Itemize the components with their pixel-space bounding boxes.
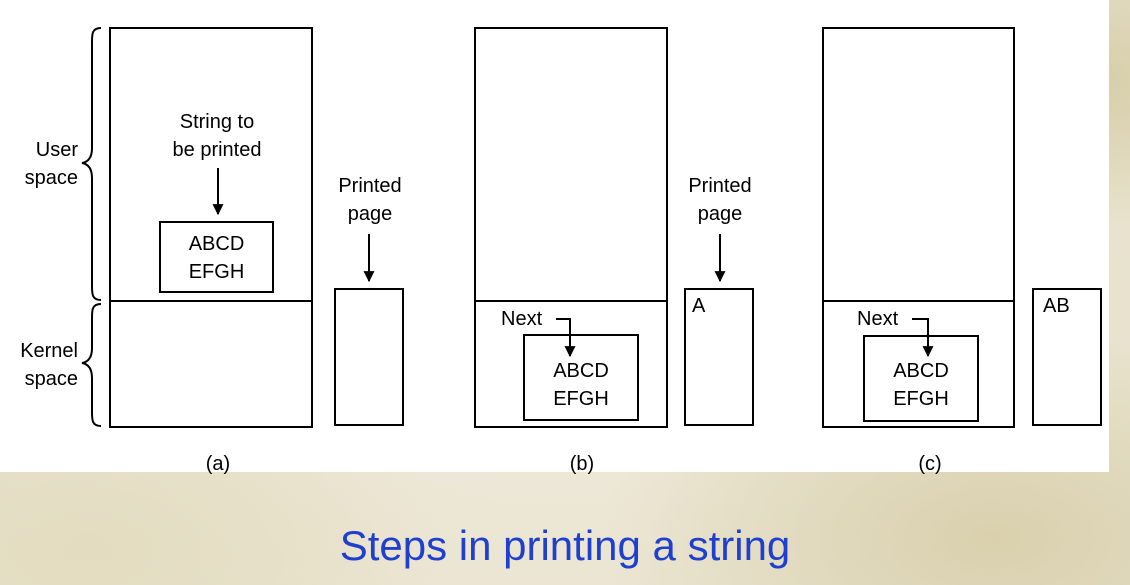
- user-space-brace: [81, 27, 102, 301]
- next-label-c: Next: [857, 308, 899, 330]
- user-buffer-box-a: [159, 221, 274, 293]
- printed-page-box-c: [1032, 288, 1102, 426]
- sub-label-c: (c): [918, 453, 942, 475]
- kernel-space-label: Kernel space: [20, 340, 78, 390]
- printed-page-label-a: Printed page: [338, 175, 402, 225]
- user-buffer-text-a: ABCD EFGH: [188, 233, 245, 283]
- next-pointer-arrow-b: [556, 318, 576, 358]
- next-label-b: Next: [501, 308, 543, 330]
- sub-label-a: (a): [205, 453, 231, 475]
- printed-page-box-b: [684, 288, 754, 426]
- next-pointer-arrow-c: [912, 318, 934, 358]
- kernel-buffer-text-c: ABCD EFGH: [893, 360, 949, 410]
- address-space-box-a: [109, 27, 313, 428]
- address-space-box-c: [822, 27, 1015, 428]
- printed-page-label-b: Printed page: [688, 175, 752, 225]
- kernel-space-brace: [81, 303, 102, 427]
- sub-label-b: (b): [569, 453, 595, 475]
- kernel-buffer-box-c: [863, 335, 979, 422]
- diagram-panel: User space Kernel space String to be pri…: [20, 27, 1102, 475]
- printed-page-box-a: [334, 288, 404, 426]
- user-space-label: User space: [24, 139, 78, 189]
- printed-page-content-b: A: [692, 295, 706, 317]
- string-to-be-printed-label: String to be printed: [172, 111, 262, 161]
- slide-caption: Steps in printing a string: [339, 522, 791, 569]
- kernel-buffer-box-b: [523, 334, 639, 421]
- address-space-box-b: [474, 27, 668, 428]
- kernel-buffer-text-b: ABCD EFGH: [553, 360, 609, 410]
- diagram-lines: [81, 27, 1102, 428]
- printed-page-content-c: AB: [1043, 295, 1070, 317]
